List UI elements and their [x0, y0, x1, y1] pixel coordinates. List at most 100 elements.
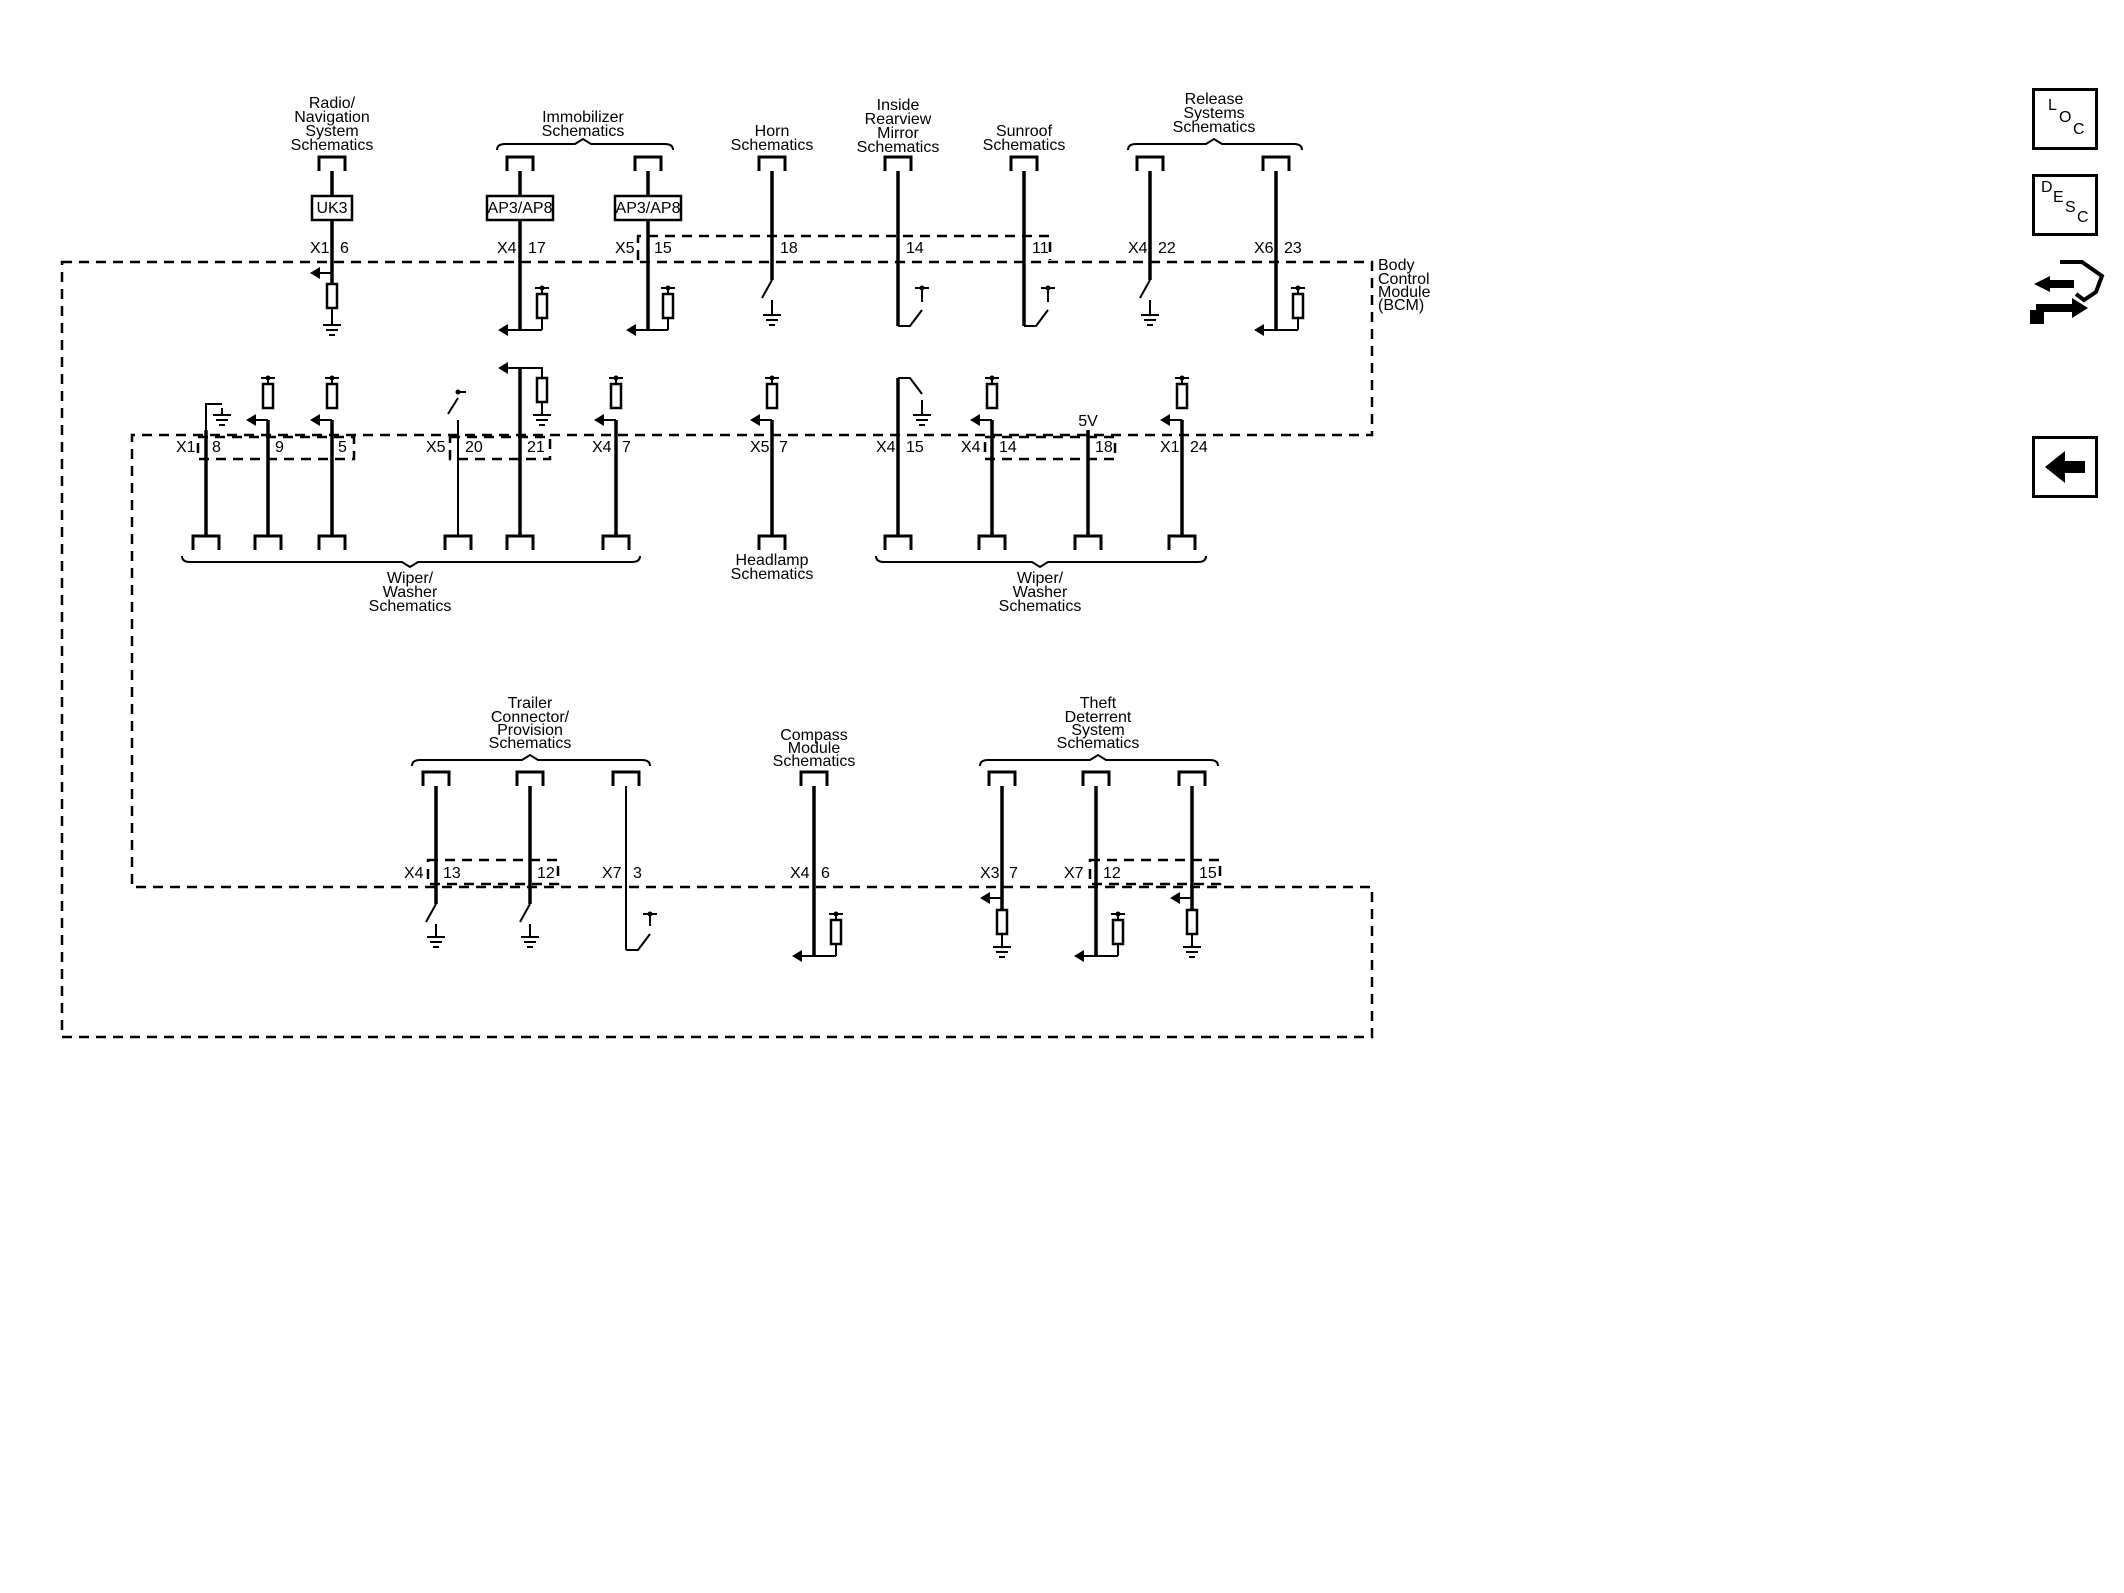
svg-text:X5: X5	[426, 439, 446, 456]
svg-text:Control: Control	[1378, 271, 1430, 288]
svg-text:Schematics: Schematics	[542, 123, 625, 140]
svg-text:(BCM): (BCM)	[1378, 297, 1424, 314]
compass-circuit: Compass Module Schematics	[773, 727, 856, 962]
release-circuit: Release Systems Schematics	[1127, 91, 1306, 336]
svg-text:X4: X4	[592, 439, 612, 456]
svg-text:Schematics: Schematics	[291, 137, 374, 154]
svg-text:Wiper/: Wiper/	[387, 570, 434, 587]
svg-text:20: 20	[465, 439, 483, 456]
svg-text:Connector/: Connector/	[491, 709, 570, 726]
svg-text:18: 18	[780, 240, 798, 257]
radio-circuit: Radio/ Navigation System Schematics UK3	[291, 95, 374, 336]
svg-text:Immobilizer: Immobilizer	[542, 109, 624, 126]
svg-text:Systems: Systems	[1183, 105, 1244, 122]
svg-text:23: 23	[1284, 240, 1302, 257]
svg-text:11: 11	[1032, 240, 1049, 257]
top-connector-group	[636, 234, 1052, 260]
svg-text:Schematics: Schematics	[1057, 735, 1140, 752]
svg-text:Schematics: Schematics	[369, 598, 452, 615]
mid-connector-box-3	[983, 435, 1117, 461]
svg-text:15: 15	[654, 240, 672, 257]
svg-text:Module: Module	[1378, 284, 1431, 301]
mid-connector-box-1	[196, 435, 356, 461]
svg-text:5V: 5V	[1078, 413, 1098, 430]
svg-text:14: 14	[999, 439, 1017, 456]
bot-connector-box-1	[426, 858, 560, 886]
loc-icon[interactable]: L O C	[2032, 88, 2098, 150]
svg-text:Inside: Inside	[877, 97, 920, 114]
svg-text:X5: X5	[615, 240, 635, 257]
svg-text:X1: X1	[1160, 439, 1180, 456]
bcm-label: Body Control Module (BCM)	[1378, 257, 1431, 314]
svg-text:Schematics: Schematics	[773, 753, 856, 770]
svg-text:6: 6	[340, 240, 349, 257]
svg-text:Washer: Washer	[1013, 584, 1068, 601]
svg-text:9: 9	[275, 439, 284, 456]
svg-text:24: 24	[1190, 439, 1208, 456]
theft-circuits: Theft Deterrent System Schematics	[979, 695, 1219, 962]
svg-text:Schematics: Schematics	[999, 598, 1082, 615]
desc-icon[interactable]: D E S C	[2032, 174, 2098, 236]
bcm-wiring-diagram: Radio/ Navigation System Schematics UK3 …	[60, 91, 1431, 1039]
svg-text:X7: X7	[1064, 865, 1084, 882]
svg-text:X3: X3	[980, 865, 1000, 882]
headlamp-circuit: Headlamp Schematics	[731, 374, 813, 583]
svg-text:Schematics: Schematics	[731, 137, 814, 154]
svg-text:Headlamp: Headlamp	[736, 552, 809, 569]
back-arrow-icon	[2045, 451, 2085, 483]
svg-text:7: 7	[622, 439, 631, 456]
bot-connector-box-2	[1088, 858, 1222, 886]
sunroof-circuit: Sunroof Schematics	[983, 123, 1066, 327]
svg-text:Module: Module	[788, 740, 841, 757]
svg-text:X4: X4	[1128, 240, 1148, 257]
wiper-right-circuits: 5V Wiper/ Washer Schematics	[875, 374, 1207, 615]
svg-text:5: 5	[338, 439, 347, 456]
svg-text:X1: X1	[310, 240, 330, 257]
svg-text:17: 17	[528, 240, 546, 257]
svg-text:X4: X4	[790, 865, 810, 882]
mirror-circuit: Inside Rearview Mirror Schematics	[857, 97, 940, 327]
svg-text:Release: Release	[1185, 91, 1244, 108]
svg-text:15: 15	[906, 439, 924, 456]
svg-text:3: 3	[633, 865, 642, 882]
svg-text:X5: X5	[750, 439, 770, 456]
svg-text:Compass: Compass	[780, 727, 848, 744]
svg-text:X4: X4	[497, 240, 517, 257]
svg-text:System: System	[1071, 722, 1124, 739]
svg-text:6: 6	[821, 865, 830, 882]
svg-text:Schematics: Schematics	[489, 735, 572, 752]
svg-text:X6: X6	[1254, 240, 1274, 257]
svg-text:15: 15	[1199, 865, 1217, 882]
svg-text:13: 13	[443, 865, 461, 882]
svg-text:Deterrent: Deterrent	[1065, 709, 1132, 726]
svg-text:12: 12	[1103, 865, 1121, 882]
trailer-circuits: Trailer Connector/ Provision Schematics	[411, 695, 658, 951]
svg-text:Washer: Washer	[383, 584, 438, 601]
svg-text:X7: X7	[602, 865, 622, 882]
svg-text:12: 12	[537, 865, 555, 882]
mid-connector-box-2	[448, 435, 552, 461]
ap3-module-1	[485, 194, 555, 222]
svg-text:Provision: Provision	[497, 722, 563, 739]
back-button[interactable]	[2032, 436, 2098, 498]
svg-text:UK3: UK3	[316, 200, 347, 217]
svg-text:Trailer: Trailer	[508, 695, 553, 712]
svg-text:18: 18	[1095, 439, 1113, 456]
wiper-left-circuits: Wiper/ Washer Schematics	[181, 362, 641, 615]
svg-text:Theft: Theft	[1080, 695, 1117, 712]
svg-text:AP3/AP8: AP3/AP8	[616, 200, 681, 217]
bcm-boundary	[60, 260, 1374, 1039]
connector-harness-icon[interactable]	[2030, 252, 2110, 332]
svg-text:AP3/AP8: AP3/AP8	[488, 200, 553, 217]
svg-text:System: System	[305, 123, 358, 140]
svg-text:Rearview: Rearview	[865, 111, 932, 128]
svg-text:Schematics: Schematics	[1173, 119, 1256, 136]
svg-text:X4: X4	[404, 865, 424, 882]
svg-text:Sunroof: Sunroof	[996, 123, 1053, 140]
svg-text:Schematics: Schematics	[983, 137, 1066, 154]
svg-text:Schematics: Schematics	[857, 139, 940, 156]
svg-text:Body: Body	[1378, 257, 1414, 274]
svg-text:7: 7	[779, 439, 788, 456]
